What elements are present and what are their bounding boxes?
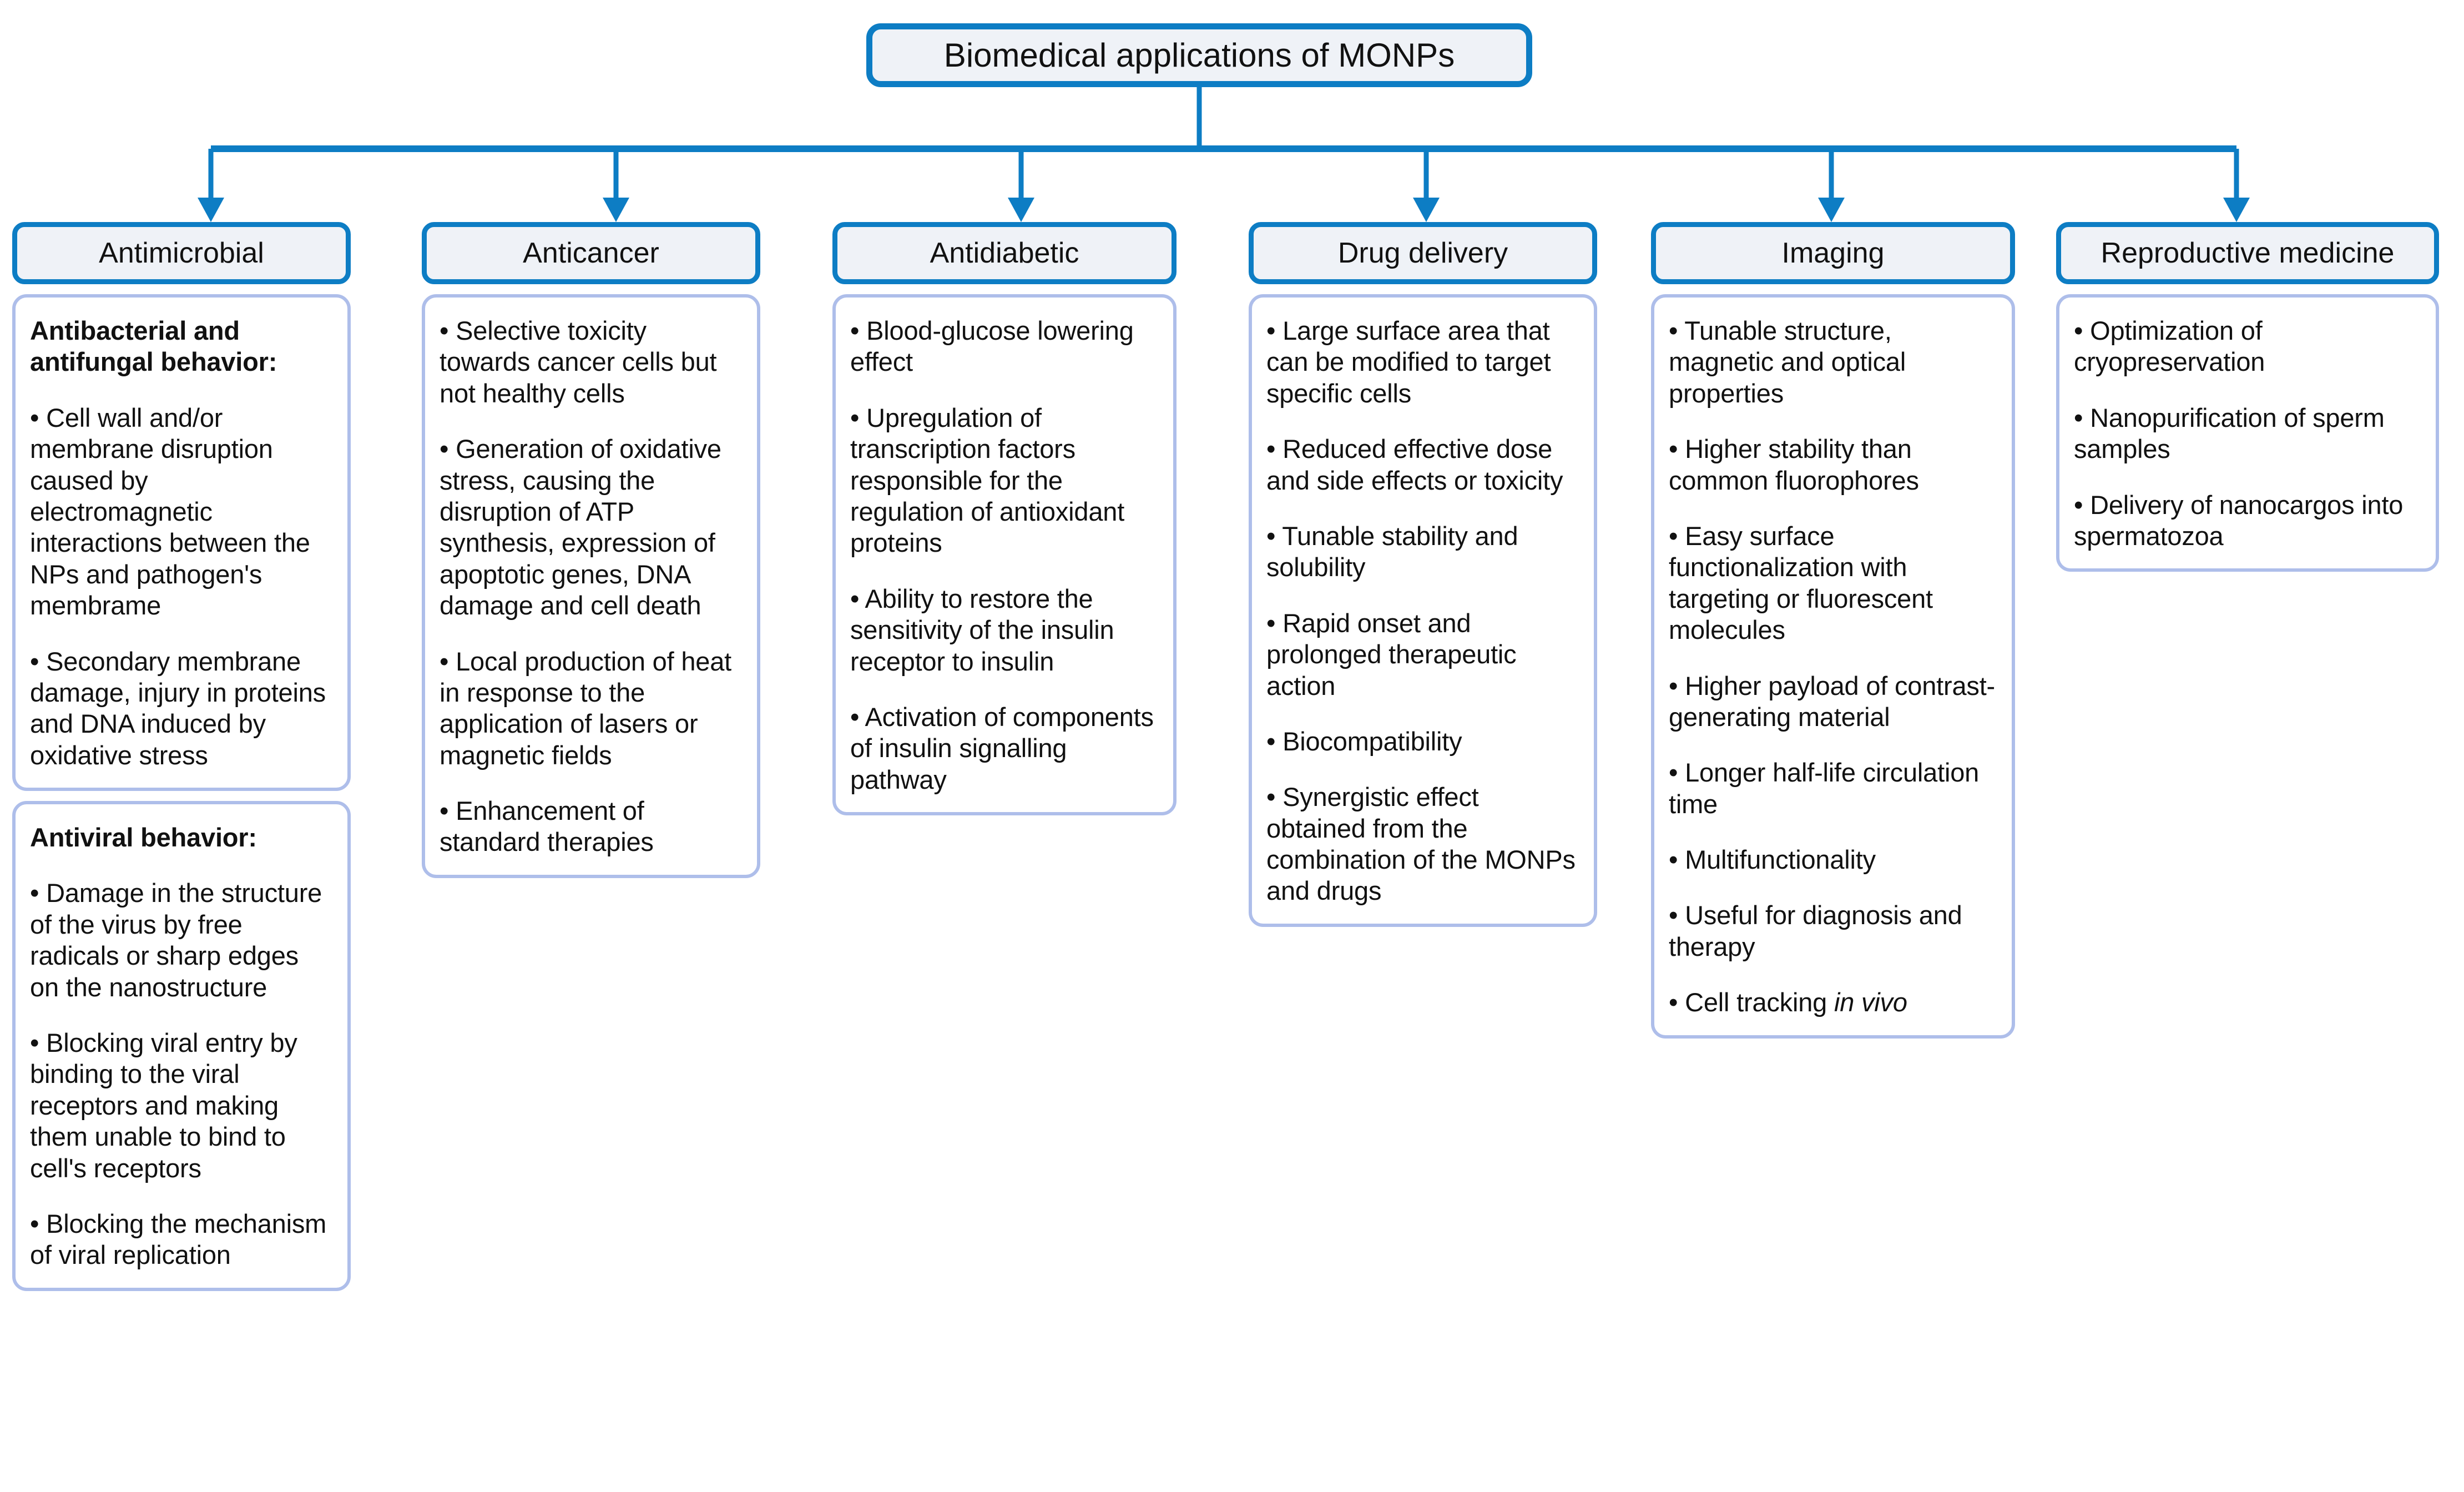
card-bullet-item: • Useful for diagnosis and therapy (1669, 900, 1962, 961)
column-reproductive-medicine: Reproductive medicine • Optimization of … (2056, 222, 2439, 572)
column-anticancer: Anticancer • Selective toxicity towards … (422, 222, 760, 878)
card-bullet-item: • Ability to restore the sensitivity of … (850, 583, 1114, 676)
card-subheading: Antibacterial and antifungal behavior: (30, 316, 277, 377)
card-bullet-item: • Cell wall and/or membrane disruption c… (30, 402, 310, 621)
card-bullet-item: • Secondary membrane damage, injury in p… (30, 646, 326, 770)
connector-tree (198, 87, 2250, 222)
card-bullet-item: • Rapid onset and prolonged therapeutic … (1266, 608, 1517, 700)
category-header-imaging[interactable]: Imaging (1651, 222, 2015, 284)
card-bullet-item: • Generation of oxidative stress, causin… (440, 434, 721, 621)
category-header-label: Drug delivery (1337, 237, 1508, 269)
card-bullet-item: • Selective toxicity towards cancer cell… (440, 316, 717, 408)
card-bullet-item: • Synergistic effect obtained from the c… (1266, 782, 1576, 906)
category-header-label: Reproductive medicine (2101, 237, 2395, 269)
category-header-label: Anticancer (523, 237, 659, 269)
card-bullet-item: • Activation of components of insulin si… (850, 702, 1154, 794)
arrowhead-0 (198, 198, 224, 222)
card-bullet-item: • Tunable structure, magnetic and optica… (1669, 316, 1906, 408)
content-card: • Blood-glucose lowering effect • Upregul… (832, 294, 1177, 816)
content-card: Antiviral behavior: • Damage in the struc… (12, 801, 351, 1291)
column-antimicrobial: Antimicrobial Antibacterial and antifung… (12, 222, 351, 1291)
category-header-anticancer[interactable]: Anticancer (422, 222, 760, 284)
card-bullet-item: • Blocking viral entry by binding to the… (30, 1028, 297, 1183)
root-node-biomedical-applications: Biomedical applications of MONPs (866, 23, 1532, 87)
arrowhead-2 (1008, 198, 1034, 222)
content-card: • Large surface area that can be modifie… (1249, 294, 1597, 927)
card-bullet-item: • Upregulation of transcription factors … (850, 402, 1125, 558)
card-bullet-item: • Local production of heat in response t… (440, 646, 732, 770)
arrowhead-5 (2223, 198, 2250, 222)
card-bullet-item: • Delivery of nanocargos into spermatozo… (2074, 490, 2404, 551)
category-header-label: Antidiabetic (930, 237, 1079, 269)
column-antidiabetic: Antidiabetic • Blood-glucose lowering ef… (832, 222, 1177, 816)
content-card: • Selective toxicity towards cancer cell… (422, 294, 760, 878)
card-bullet-item: • Higher payload of contrast-generating … (1669, 671, 1996, 732)
card-subheading: Antiviral behavior: (30, 823, 257, 853)
category-header-reproductive-medicine[interactable]: Reproductive medicine (2056, 222, 2439, 284)
arrowhead-1 (603, 198, 629, 222)
card-bullet-item: • Blocking the mechanism of viral replic… (30, 1208, 327, 1270)
card-bullet-item: • Longer half-life circulation time (1669, 758, 1980, 819)
card-bullet-item: • Higher stability than common fluoropho… (1669, 434, 1919, 495)
column-imaging: Imaging • Tunable structure, magnetic an… (1651, 222, 2015, 1039)
card-bullet-item: • Cell tracking in vivo (1669, 987, 1907, 1017)
card-bullet-item: • Tunable stability and solubility (1266, 521, 1518, 582)
content-card: Antibacterial and antifungal behavior: • … (12, 294, 351, 792)
category-header-antimicrobial[interactable]: Antimicrobial (12, 222, 351, 284)
card-bullet-item: • Multifunctionality (1669, 845, 1876, 875)
column-drug-delivery: Drug delivery • Large surface area that … (1249, 222, 1597, 927)
content-card: • Tunable structure, magnetic and optica… (1651, 294, 2015, 1039)
card-bullet-item: • Nanopurification of sperm samples (2074, 402, 2385, 464)
arrowhead-3 (1413, 198, 1440, 222)
card-bullet-item: • Optimization of cryopreservation (2074, 316, 2265, 377)
card-bullet-item: • Biocompatibility (1266, 726, 1462, 756)
category-header-antidiabetic[interactable]: Antidiabetic (832, 222, 1177, 284)
content-card: • Optimization of cryopreservation • Nano… (2056, 294, 2439, 572)
card-bullet-item: • Enhancement of standard therapies (440, 796, 654, 857)
card-bullet-item: • Blood-glucose lowering effect (850, 316, 1134, 377)
category-header-label: Antimicrobial (99, 237, 264, 269)
category-header-label: Imaging (1781, 237, 1885, 269)
card-bullet-item: • Damage in the structure of the virus b… (30, 878, 322, 1002)
arrowhead-4 (1818, 198, 1845, 222)
card-bullet-item: • Large surface area that can be modifie… (1266, 316, 1551, 408)
category-header-drug-delivery[interactable]: Drug delivery (1249, 222, 1597, 284)
card-bullet-item: • Easy surface functionalization with ta… (1669, 521, 1933, 645)
root-node-label: Biomedical applications of MONPs (943, 36, 1455, 74)
card-bullet-item: • Reduced effective dose and side effect… (1266, 434, 1563, 495)
